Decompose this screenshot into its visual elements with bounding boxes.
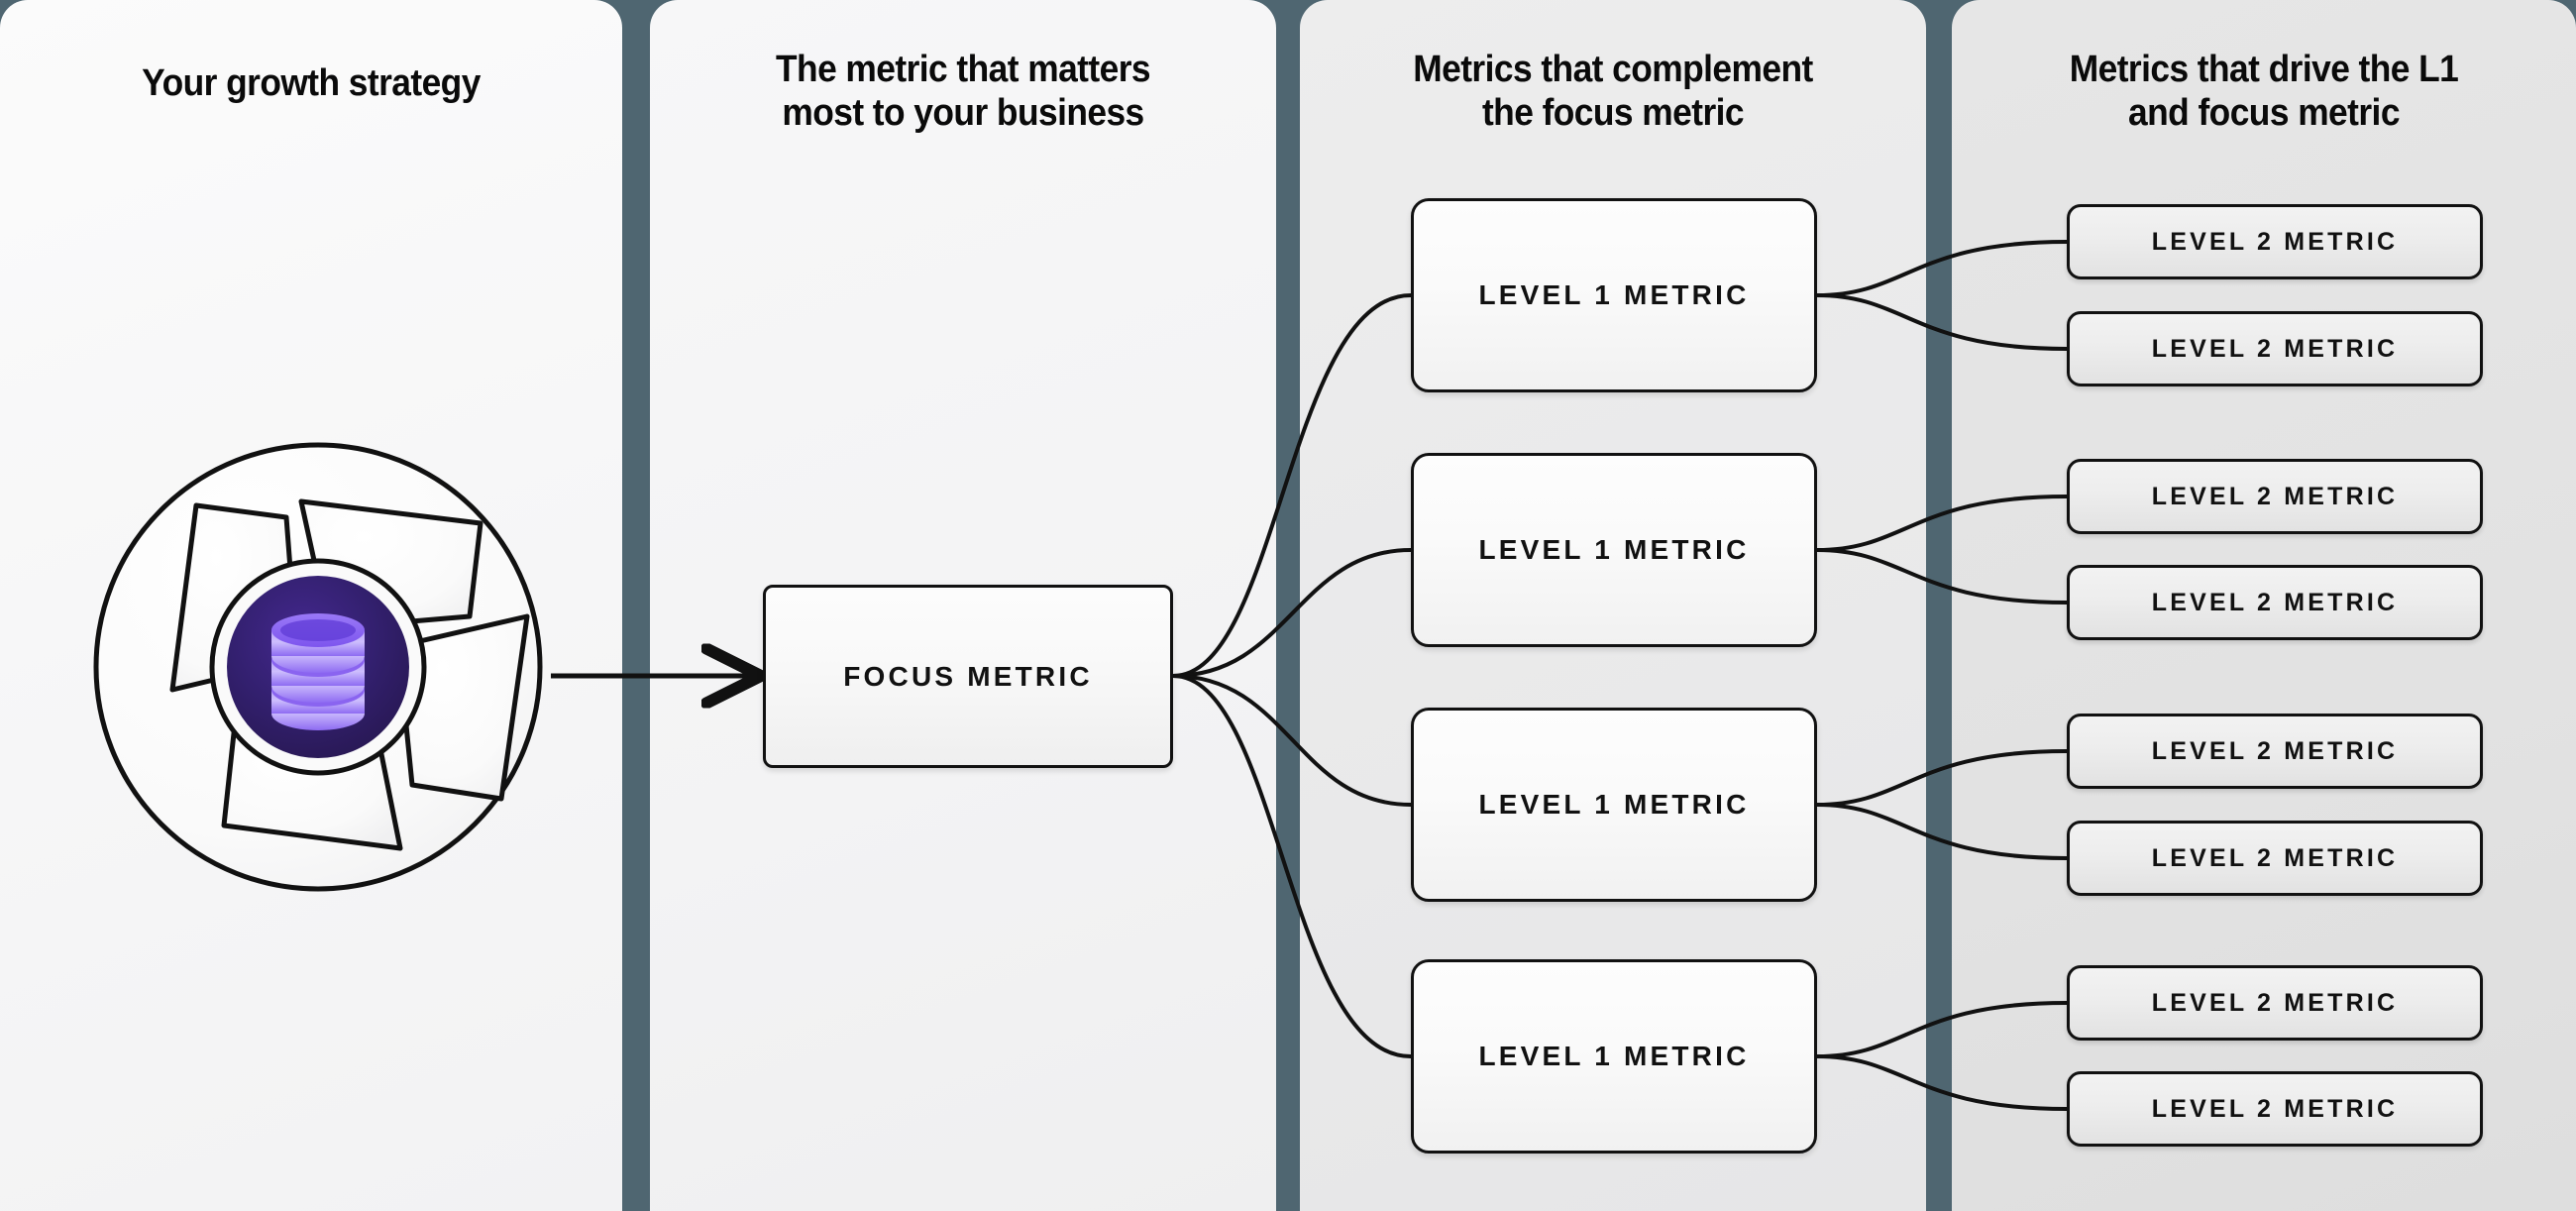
panel-title-focus-metric: The metric that matters most to your bus…	[776, 49, 1151, 135]
node-level2-metric-8-label: LEVEL 2 METRIC	[2151, 1094, 2399, 1123]
panel-title-level-1-metrics: Metrics that complement the focus metric	[1413, 49, 1813, 135]
node-level2-metric-6[interactable]: LEVEL 2 METRIC	[2067, 821, 2483, 896]
node-level2-metric-8[interactable]: LEVEL 2 METRIC	[2067, 1071, 2483, 1147]
node-level2-metric-1-label: LEVEL 2 METRIC	[2151, 227, 2399, 256]
node-level2-metric-2[interactable]: LEVEL 2 METRIC	[2067, 311, 2483, 386]
node-level1-metric-4-label: LEVEL 1 METRIC	[1478, 1041, 1750, 1071]
node-level1-metric-2[interactable]: LEVEL 1 METRIC	[1411, 453, 1817, 647]
panel-title-level-2-metrics: Metrics that drive the L1 and focus metr…	[2069, 49, 2459, 135]
node-level2-metric-5[interactable]: LEVEL 2 METRIC	[2067, 714, 2483, 789]
node-level1-metric-3[interactable]: LEVEL 1 METRIC	[1411, 708, 1817, 902]
node-level1-metric-2-label: LEVEL 1 METRIC	[1478, 534, 1750, 565]
node-level2-metric-1[interactable]: LEVEL 2 METRIC	[2067, 204, 2483, 279]
node-level2-metric-7[interactable]: LEVEL 2 METRIC	[2067, 965, 2483, 1041]
node-level2-metric-3-label: LEVEL 2 METRIC	[2151, 482, 2399, 510]
node-level2-metric-7-label: LEVEL 2 METRIC	[2151, 988, 2399, 1017]
database-icon	[271, 613, 365, 730]
node-level2-metric-3[interactable]: LEVEL 2 METRIC	[2067, 459, 2483, 534]
node-focus-metric-label: FOCUS METRIC	[843, 660, 1093, 692]
node-level2-metric-4[interactable]: LEVEL 2 METRIC	[2067, 565, 2483, 640]
aperture-icon	[93, 442, 543, 892]
node-level1-metric-1[interactable]: LEVEL 1 METRIC	[1411, 198, 1817, 392]
node-level1-metric-4[interactable]: LEVEL 1 METRIC	[1411, 959, 1817, 1154]
node-focus-metric[interactable]: FOCUS METRIC	[763, 585, 1173, 768]
node-level2-metric-4-label: LEVEL 2 METRIC	[2151, 588, 2399, 616]
node-level2-metric-6-label: LEVEL 2 METRIC	[2151, 843, 2399, 872]
growth-strategy-graphic	[85, 434, 551, 900]
node-level1-metric-3-label: LEVEL 1 METRIC	[1478, 789, 1750, 820]
panel-title-growth-strategy: Your growth strategy	[142, 62, 481, 104]
node-level2-metric-2-label: LEVEL 2 METRIC	[2151, 334, 2399, 363]
node-level1-metric-1-label: LEVEL 1 METRIC	[1478, 279, 1750, 310]
node-level2-metric-5-label: LEVEL 2 METRIC	[2151, 736, 2399, 765]
